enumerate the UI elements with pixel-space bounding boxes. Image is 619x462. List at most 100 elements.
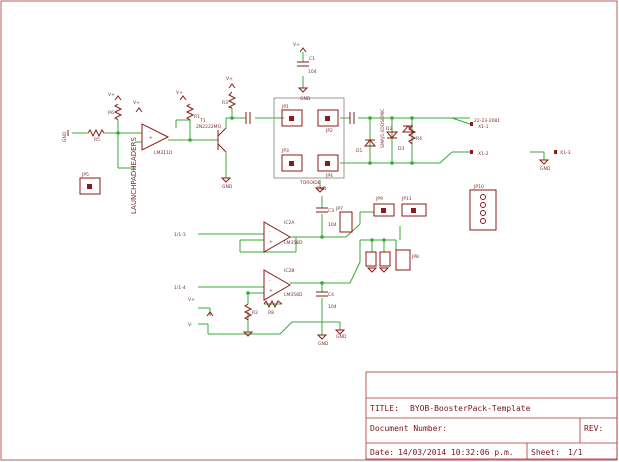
sheet-value: 1/1	[568, 448, 583, 457]
vminus-input-label: V-	[188, 322, 193, 328]
svg-text:104: 104	[308, 69, 317, 75]
svg-text:GND: GND	[540, 166, 551, 172]
svg-text:JP5: JP5	[81, 172, 89, 178]
date-value: 14/03/2014 10:32:06 p.m.	[398, 448, 514, 457]
capacitor-c3: C3 104	[316, 207, 337, 228]
capacitor-coupling-right	[349, 112, 355, 124]
svg-text:C1: C1	[309, 56, 315, 62]
svg-text:R8: R8	[268, 310, 274, 316]
diode-part-label: SMAJ5.0DDSEMIC	[380, 109, 386, 148]
resistor-r3: R3	[222, 91, 237, 109]
junctions	[116, 116, 414, 295]
date-label: Date:	[370, 448, 394, 457]
svg-text:GND: GND	[222, 184, 233, 190]
svg-text:LM358D: LM358D	[284, 292, 303, 298]
opamp-ic2b: - + IC2B LM358D	[263, 268, 303, 301]
resistor-r4: R4	[407, 125, 422, 145]
x1-2-pin	[470, 150, 473, 154]
svg-text:104: 104	[328, 222, 337, 228]
svg-text:R6: R6	[108, 110, 114, 116]
svg-text:IC2A: IC2A	[284, 220, 295, 226]
svg-text:T1: T1	[199, 118, 206, 124]
svg-text:LM358D: LM358D	[284, 240, 303, 246]
svg-text:V+: V+	[293, 42, 300, 48]
svg-text:GND: GND	[316, 186, 327, 192]
small-parts-right	[365, 251, 391, 267]
svg-text:R4: R4	[416, 136, 422, 142]
svg-text:+: +	[149, 135, 153, 141]
ground-symbols: GND GND GND GND GND GND GND	[62, 87, 551, 347]
vplus-input-label: V+	[188, 297, 195, 303]
svg-text:-: -	[149, 130, 151, 135]
svg-text:104: 104	[328, 304, 337, 310]
comparator-lm311d: + - LM311D	[141, 123, 173, 156]
jumper-jp11: JP11	[401, 196, 427, 217]
transistor-part-label: 2N2222MO	[196, 124, 222, 130]
svg-text:GND: GND	[300, 96, 311, 102]
ic1-input-a-label: 1/1-3	[174, 232, 186, 238]
svg-text:R2: R2	[252, 310, 258, 316]
ic1-input-b-label: 1/1-4	[174, 285, 186, 291]
svg-text:JP1: JP1	[281, 104, 289, 110]
comparator-part-label: LM311D	[154, 150, 173, 156]
svg-text:JP7: JP7	[335, 206, 343, 212]
svg-text:+: +	[269, 239, 273, 245]
resistor-r2: R2	[243, 303, 258, 321]
svg-text:JP11: JP11	[401, 196, 412, 202]
title-value: BYOB-BoosterPack-Template	[410, 404, 531, 413]
svg-text:C4: C4	[328, 292, 334, 298]
svg-text:C3: C3	[328, 208, 334, 214]
title-block: TITLE: BYOB-BoosterPack-Template Documen…	[365, 371, 618, 460]
opamp-ic2a: - + IC2A LM358D	[263, 220, 303, 253]
svg-text:JP2: JP2	[325, 128, 333, 134]
x1-1-label: X1-1	[478, 124, 489, 130]
capacitor-c4: C4 104	[316, 291, 337, 310]
svg-text:V+: V+	[226, 76, 233, 82]
launchpad-headers-label: LAUNCHPADHEADERS	[130, 137, 138, 214]
document-number-label: Document Number:	[370, 424, 447, 433]
svg-text:GND: GND	[62, 131, 68, 142]
x1-2-label: X1-2	[478, 151, 489, 157]
svg-text:JP3: JP3	[281, 148, 289, 154]
resistor-r5: R5	[87, 128, 105, 143]
svg-text:D2: D2	[386, 126, 392, 132]
capacitor-c1: C1 104	[297, 56, 317, 75]
jumper-jp8: JP8	[395, 249, 419, 271]
svg-text:V+: V+	[176, 90, 183, 96]
resistor-r6: R6	[108, 103, 123, 121]
diodes: D1 D2 D3 SMAJ5.0DDSEMIC	[356, 109, 415, 154]
resistor-r8: R8	[263, 299, 283, 316]
title-label: TITLE:	[370, 404, 399, 413]
svg-text:R1: R1	[194, 114, 200, 120]
x1-3-label: X1-3	[560, 150, 571, 156]
capacitor-coupling-left	[245, 112, 251, 124]
svg-text:JP10: JP10	[473, 184, 484, 190]
transistor-t1: T1 2N2222MO	[196, 118, 227, 153]
jumper-jp10: JP10	[469, 184, 497, 231]
supply-vplus-symbols: V+ V+ V+ V+ V+	[108, 42, 307, 317]
jumper-jp9: JP9	[373, 196, 395, 217]
svg-text:JP9: JP9	[375, 196, 383, 202]
svg-text:D3: D3	[398, 146, 404, 152]
svg-text:-: -	[269, 230, 271, 235]
svg-text:V+: V+	[108, 92, 115, 98]
sheet-label: Sheet:	[531, 448, 560, 457]
jumper-jp5: JP5	[79, 172, 101, 195]
toroid-label: TOROIDE	[299, 180, 321, 186]
svg-text:GND: GND	[318, 341, 329, 347]
x1-3-pin	[554, 150, 557, 154]
svg-text:D1: D1	[356, 148, 362, 154]
resistor-r1: R1	[185, 103, 200, 121]
svg-text:+: +	[269, 288, 273, 294]
svg-text:-: -	[269, 279, 271, 284]
svg-text:JP8: JP8	[411, 254, 419, 260]
svg-text:IC2B: IC2B	[284, 268, 294, 274]
wires	[72, 52, 545, 335]
svg-text:JP4: JP4	[325, 173, 333, 179]
svg-text:V+: V+	[133, 100, 140, 106]
svg-text:R3: R3	[222, 100, 228, 106]
toroid: TOROIDE JP1 JP2 JP3 JP4	[273, 97, 345, 186]
x1-1-pin	[470, 122, 473, 126]
